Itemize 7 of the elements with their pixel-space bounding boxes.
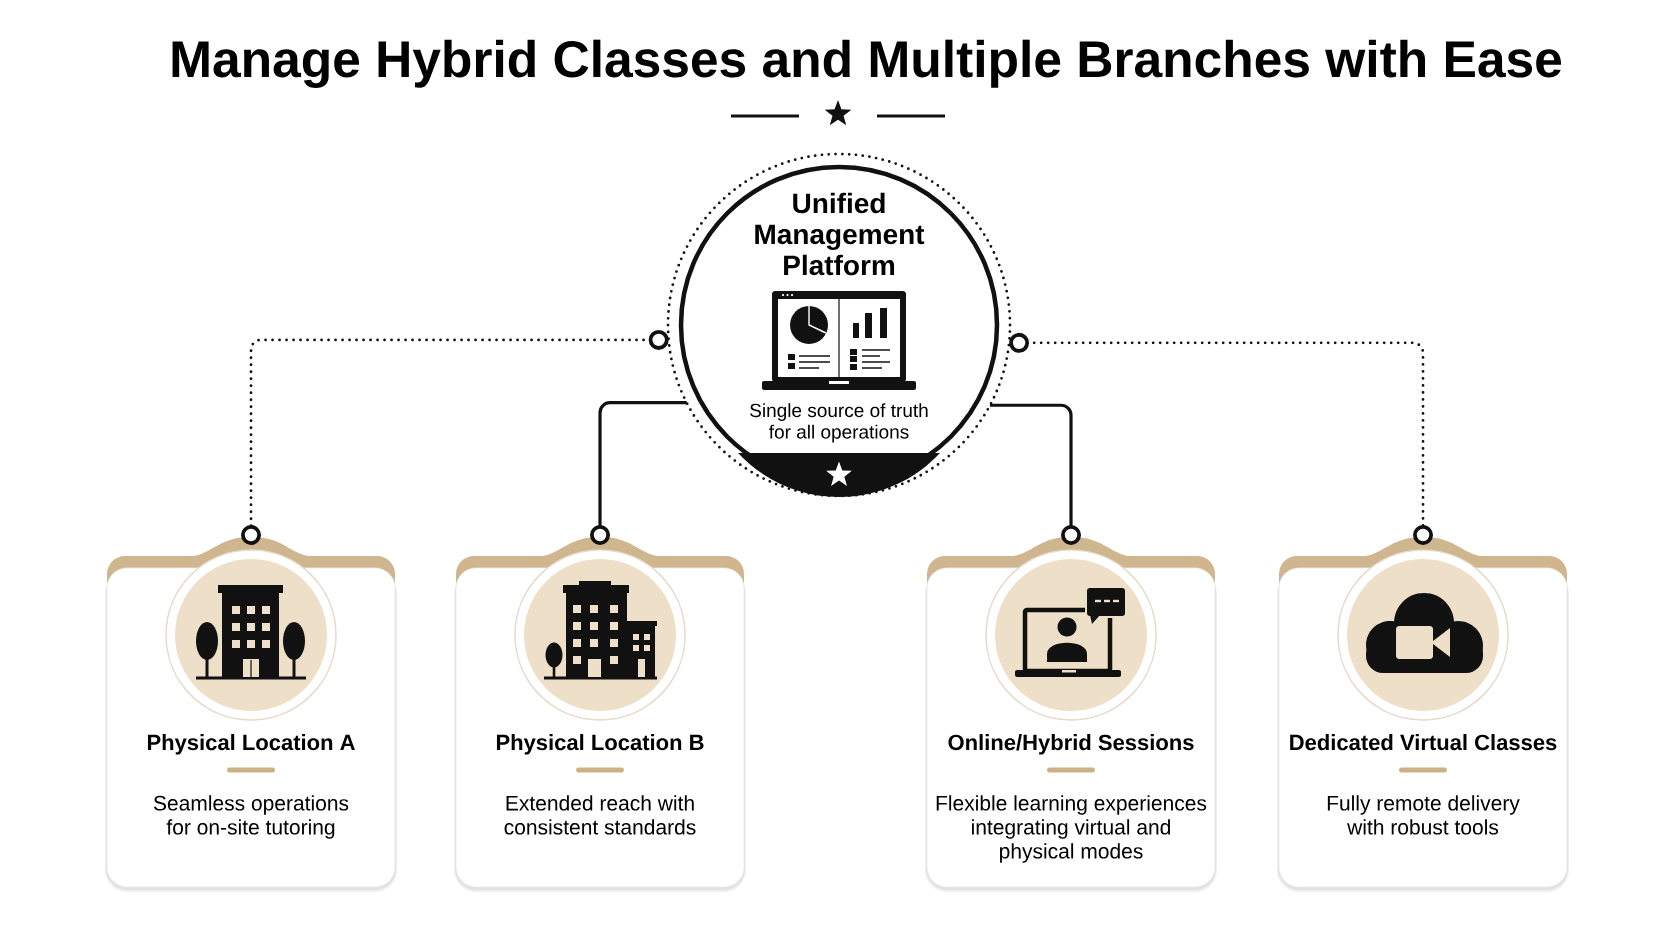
title: Manage Hybrid Classes and Multiple Branches with Ease — [172, 39, 1562, 88]
connector — [241, 329, 669, 545]
circle-title: Unified Management Platform — [755, 192, 925, 276]
connector — [590, 401, 687, 545]
connector — [1009, 332, 1433, 545]
connector — [990, 403, 1081, 545]
circle-text: Single source of truth for all operations — [750, 403, 928, 443]
